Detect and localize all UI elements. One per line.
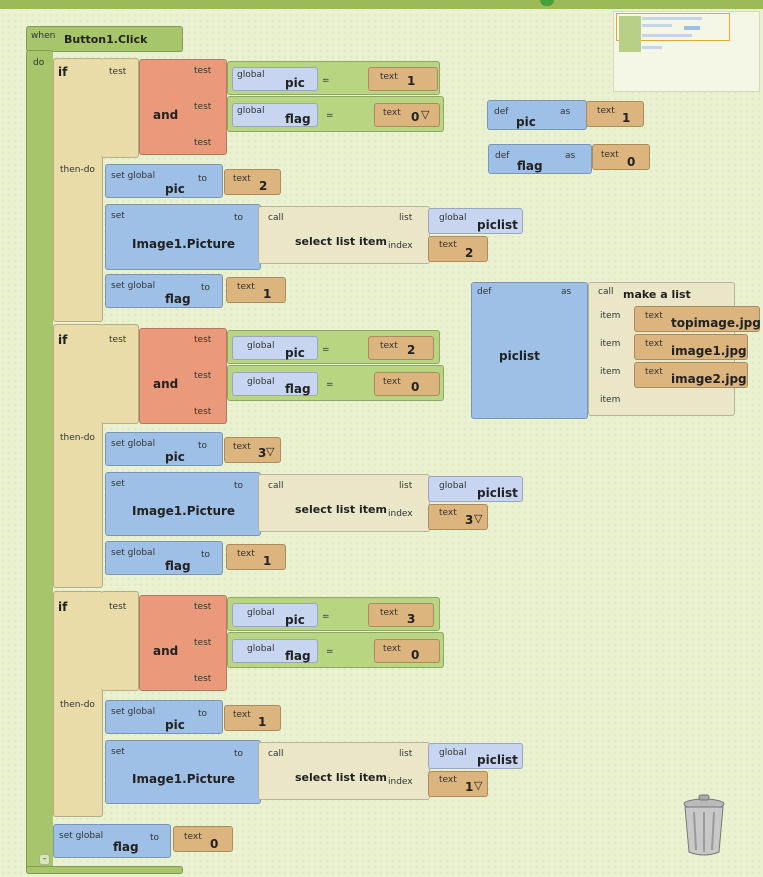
def-pic-block[interactable]: def as pic [487,100,587,130]
collapse-toggle-button[interactable]: - [39,854,50,865]
text-block[interactable]: text 1 [226,544,286,570]
then-do-label: then-do [60,700,95,710]
set-global-flag-2[interactable]: set global to flag [105,541,223,575]
text-block[interactable]: text 3 ▽ [224,437,281,463]
if-block-2[interactable]: if then-do [53,324,103,588]
if-test-bar-2: test [101,324,139,424]
global-flag-getter[interactable]: global flag [232,103,318,127]
if-keyword: if [58,65,68,79]
then-do-label: then-do [60,433,95,443]
workspace-minimap[interactable] [613,11,760,92]
global-piclist-getter[interactable]: global piclist [428,208,523,234]
then-do-label: then-do [60,165,95,175]
top-bar [0,0,763,9]
global-pic-getter[interactable]: global pic [232,336,318,360]
and-block-1[interactable]: test test test and [139,59,227,155]
if-test-bar-3: test [101,591,139,691]
global-piclist-getter[interactable]: global piclist [428,476,523,502]
set-image-picture-1[interactable]: set to Image1.Picture [105,204,261,270]
if-keyword: if [58,600,68,614]
set-image-picture-3[interactable]: set to Image1.Picture [105,740,261,804]
dropdown-icon[interactable]: ▽ [421,108,430,121]
global-flag-getter[interactable]: global flag [232,372,318,396]
if-keyword: if [58,333,68,347]
text-block[interactable]: text 0 [592,144,650,170]
select-list-item-block-1[interactable]: call list index select list item [258,206,430,264]
status-indicator-icon [540,0,554,6]
text-block[interactable]: text 2 [224,169,281,195]
dropdown-icon[interactable]: ▽ [474,512,483,525]
text-block[interactable]: text 1 ▽ [428,771,488,797]
compare-block-flag-1[interactable]: global flag = text 0 ▽ [227,96,444,132]
if-block-3[interactable]: if then-do [53,591,103,817]
event-name: Button1.Click [64,33,148,46]
def-piclist-block[interactable]: def as piclist [471,282,588,419]
event-block-bottom [26,866,183,874]
text-block[interactable]: text 0 ▽ [374,103,440,127]
text-block[interactable]: text image2.jpg [634,362,748,388]
text-block[interactable]: text 2 [428,236,488,262]
minimap-viewport[interactable] [616,13,730,41]
def-flag-block[interactable]: def as flag [488,144,592,174]
global-piclist-getter[interactable]: global piclist [428,743,523,769]
if-block-1[interactable]: if then-do [53,58,103,322]
set-global-flag-1[interactable]: set global to flag [105,274,223,308]
and-label: and [153,377,179,391]
text-block[interactable]: text 1 [224,705,281,731]
global-flag-getter[interactable]: global flag [232,639,318,663]
text-block[interactable]: text 0 [173,826,233,852]
compare-block-pic-1[interactable]: global pic = text 1 [227,61,440,95]
text-block[interactable]: text 3 ▽ [428,504,488,530]
compare-block-pic-2[interactable]: global pic = text 2 [227,330,440,364]
and-label: and [153,644,179,658]
text-block[interactable]: text 1 [368,67,438,91]
set-global-pic-1[interactable]: set global to pic [105,164,223,198]
if-test-bar-1: test [101,58,139,158]
and-block-3[interactable]: test test test and [139,595,227,691]
compare-block-pic-3[interactable]: global pic = text 3 [227,597,440,631]
set-global-pic-3[interactable]: set global to pic [105,700,223,734]
dropdown-icon[interactable]: ▽ [266,445,275,458]
text-block[interactable]: text 2 [368,336,434,360]
global-pic-getter[interactable]: global pic [232,67,318,91]
do-keyword: do [33,58,45,68]
text-block[interactable]: text 1 [586,101,644,127]
set-global-flag-final[interactable]: set global to flag [53,824,171,858]
text-block[interactable]: text 3 [368,603,434,627]
text-block[interactable]: text 0 [374,372,440,396]
set-global-pic-2[interactable]: set global to pic [105,432,223,466]
global-pic-getter[interactable]: global pic [232,603,318,627]
text-block[interactable]: text topimage.jpg [634,306,761,332]
dropdown-icon[interactable]: ▽ [474,779,483,792]
select-list-item-block-3[interactable]: call list index select list item [258,742,430,800]
and-block-2[interactable]: test test test and [139,328,227,424]
event-block-button1-click[interactable]: when Button1.Click [26,26,183,52]
select-list-item-block-2[interactable]: call list index select list item [258,474,430,532]
compare-block-flag-3[interactable]: global flag = text 0 [227,632,444,668]
compare-block-flag-2[interactable]: global flag = text 0 [227,365,444,401]
trash-can-icon[interactable] [679,794,729,858]
set-image-picture-2[interactable]: set to Image1.Picture [105,472,261,536]
text-block[interactable]: text 1 [226,277,286,303]
when-keyword: when [31,31,56,41]
text-block[interactable]: text image1.jpg [634,334,748,360]
and-label: and [153,108,179,122]
event-do-body: do [26,50,53,872]
text-block[interactable]: text 0 [374,639,440,663]
